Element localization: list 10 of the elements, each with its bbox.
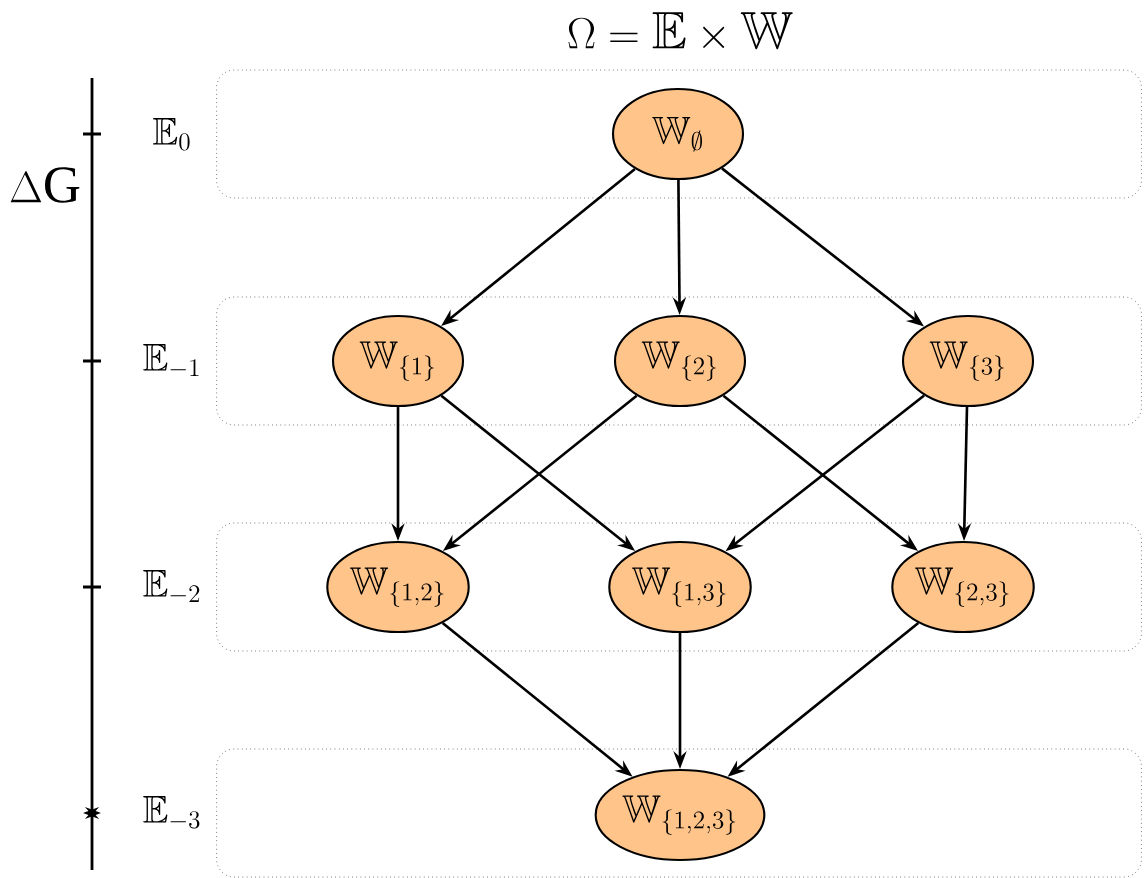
level-band: [216, 69, 1142, 199]
level-band: [216, 296, 1142, 426]
level-band: [216, 748, 1142, 878]
level-band: [216, 522, 1142, 652]
level-label: $\mathbb{E}_{-3}$: [143, 796, 200, 829]
level-label: $\mathbb{E}_{-2}$: [143, 570, 200, 602]
level-label: $\mathbb{E}_{-1}$: [143, 344, 199, 376]
axis-label: $\Delta\mathrm{G}$: [10, 167, 80, 203]
level-label: $\mathbb{E}_0$: [153, 118, 190, 151]
title: $\Omega = \mathbb{E} \times \mathbb{W}$: [568, 12, 793, 50]
